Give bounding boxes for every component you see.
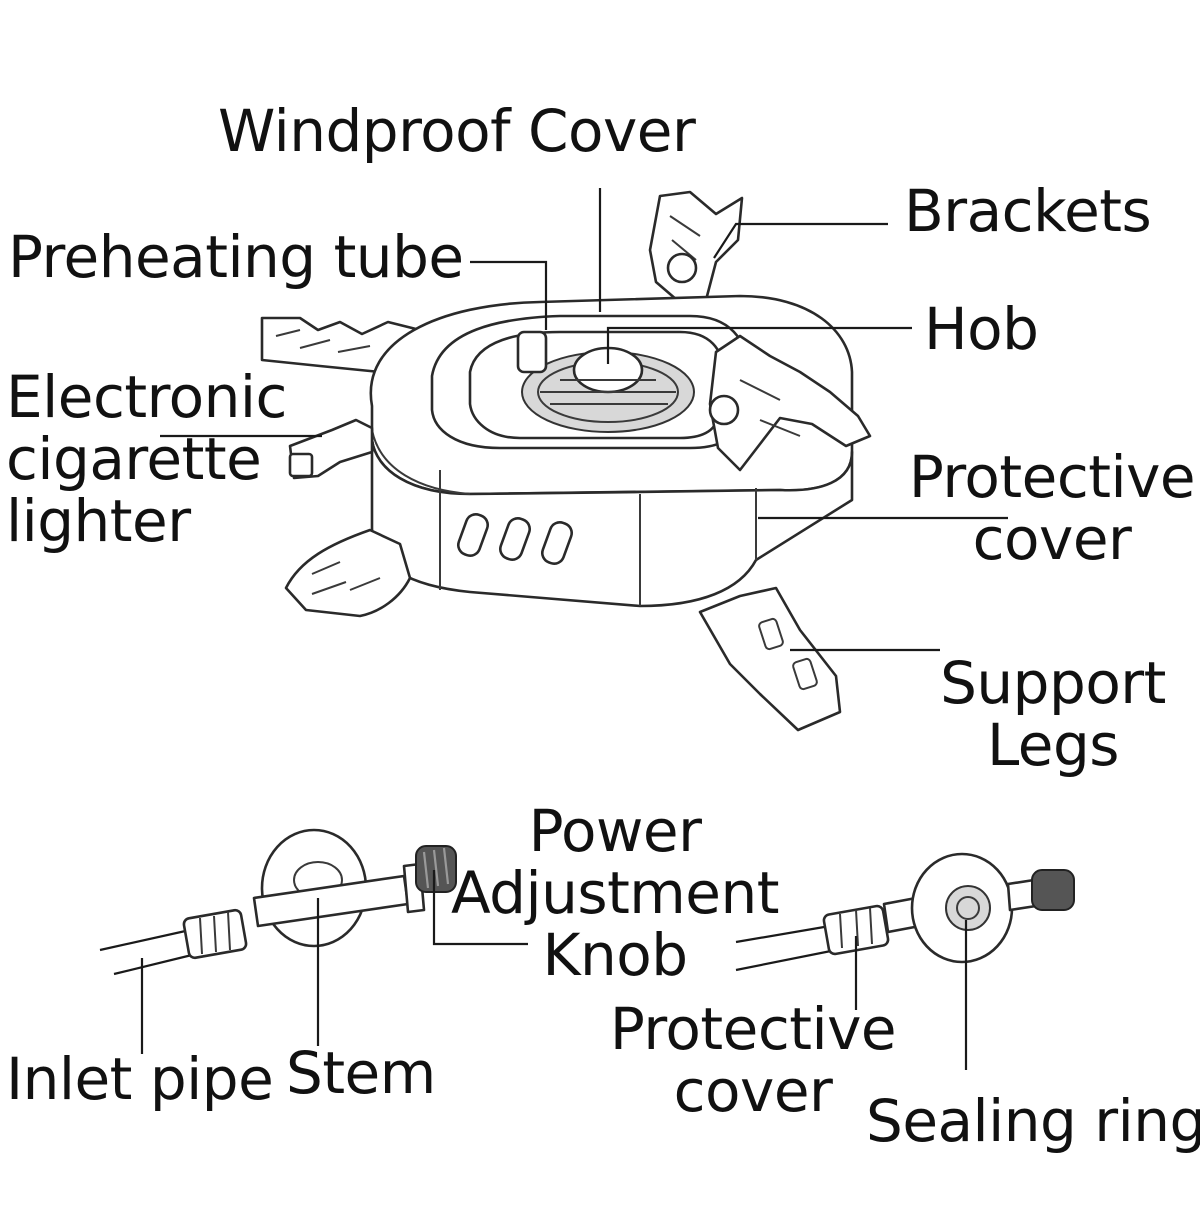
label-support-legs: Support Legs bbox=[940, 649, 1166, 779]
label-preheating-tube: Preheating tube bbox=[8, 223, 464, 291]
leader-lines bbox=[140, 188, 1008, 1070]
label-power-adjustment-knob: Power Adjustment Knob bbox=[451, 797, 780, 989]
label-protective-cover-bottom: Protective cover bbox=[609, 995, 897, 1125]
label-hob: Hob bbox=[924, 295, 1039, 363]
leader-knob bbox=[432, 870, 528, 946]
hose-assembly-right bbox=[735, 852, 1075, 972]
leader-preheating-tube bbox=[470, 260, 548, 330]
label-sealing-ring: Sealing ring bbox=[866, 1087, 1200, 1155]
leader-hob bbox=[606, 326, 912, 364]
hose-assembly-left bbox=[99, 828, 457, 976]
label-inlet-pipe: Inlet pipe bbox=[6, 1045, 274, 1113]
leader-brackets bbox=[713, 222, 888, 259]
label-windproof-cover: Windproof Cover bbox=[218, 97, 696, 165]
label-electronic-lighter: Electronic cigarette lighter bbox=[6, 363, 287, 555]
label-stem: Stem bbox=[286, 1039, 436, 1107]
label-protective-cover-top: Protective cover bbox=[908, 443, 1196, 573]
label-brackets: Brackets bbox=[904, 177, 1152, 245]
stove-drawing bbox=[260, 190, 872, 732]
